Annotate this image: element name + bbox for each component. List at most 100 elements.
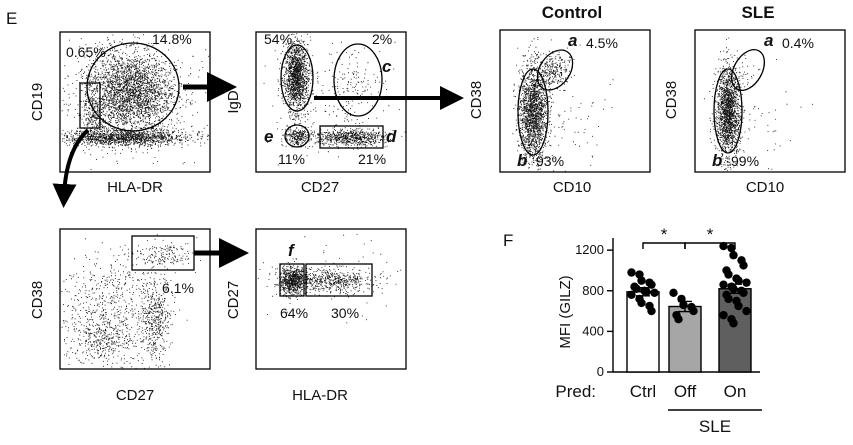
gate-letter: a <box>568 31 577 50</box>
data-point <box>650 288 659 297</box>
data-point <box>742 306 751 316</box>
gate-letter: a <box>764 31 773 50</box>
data-point <box>637 298 646 308</box>
data-point <box>734 276 743 285</box>
gate-ellipse-p3-a <box>536 49 574 91</box>
category-label: Off <box>674 382 697 401</box>
plot-sle-cd38-cd10: SLE a 0.4% b 99% CD10 CD38 <box>663 3 846 196</box>
x-axis-label: HLA-DR <box>107 179 163 196</box>
y-tick-label: 400 <box>582 323 604 338</box>
y-tick-label: 1200 <box>575 242 604 257</box>
gate-rect-p6-right <box>305 263 373 297</box>
category-label: On <box>724 382 747 401</box>
data-point <box>729 251 738 260</box>
gate-ellipse-p3-b <box>517 68 549 156</box>
gate-letter: c <box>382 57 392 76</box>
panel-label-e: E <box>6 9 17 28</box>
data-point <box>719 310 728 320</box>
data-point <box>669 288 678 297</box>
data-point <box>739 261 748 270</box>
data-points <box>627 241 751 328</box>
y-tick-label: 0 <box>597 364 604 379</box>
gate-percent: 0.4% <box>782 35 814 51</box>
gate-ellipse-p4-a <box>730 49 766 91</box>
dot-cloud <box>297 126 406 149</box>
gate-percent: 93% <box>536 153 564 169</box>
gate-ellipse-p1-right <box>86 42 180 132</box>
dot-cloud <box>307 41 396 136</box>
dot-cloud <box>512 37 564 171</box>
gate-percent: 99% <box>731 153 759 169</box>
data-point <box>627 290 636 300</box>
plot-frame-p6 <box>255 228 407 370</box>
x-axis-label: CD10 <box>553 179 591 196</box>
data-point <box>719 280 728 289</box>
gate-rect-p6-f <box>279 263 305 297</box>
plot-frame-p5 <box>59 228 211 370</box>
gate-letter: d <box>386 127 397 146</box>
gate-percent: 2% <box>372 31 392 47</box>
data-point <box>642 287 651 296</box>
panel-label-f: F <box>503 231 513 250</box>
data-point <box>724 294 733 304</box>
y-axis-label: CD19 <box>29 83 46 121</box>
dot-cloud <box>131 260 176 368</box>
plot-control-cd38-cd10: Control a 4.5% b 93% CD10 CD38 <box>468 3 651 196</box>
dot-cloud <box>62 34 207 162</box>
gate-percent: 0.65% <box>66 44 106 60</box>
gate-percent: 21% <box>358 151 386 167</box>
y-axis-label: CD27 <box>225 281 242 319</box>
plot-frame-p1 <box>59 31 211 173</box>
significance-star: * <box>661 225 668 244</box>
gate-letter: e <box>264 127 273 146</box>
dot-cloud <box>274 258 309 304</box>
x-axis-label: CD10 <box>746 179 784 196</box>
gate-rect-p2-d <box>319 125 384 149</box>
gate-percent: 54% <box>264 31 292 47</box>
scatter-dots-p6 <box>257 233 402 324</box>
dot-cloud <box>123 234 206 281</box>
dot-cloud <box>531 47 575 91</box>
data-point <box>647 306 656 316</box>
y-axis-label: MFI (GILZ) <box>557 275 574 348</box>
gate-percent: 11% <box>278 151 305 167</box>
gate-ellipse-p2-igd <box>280 44 314 112</box>
data-point <box>727 243 736 253</box>
significance-brackets: ** <box>642 225 736 249</box>
data-point <box>729 319 738 328</box>
x-axis-label: CD27 <box>116 387 154 404</box>
scatter-dots-p5 <box>61 234 206 369</box>
data-point <box>689 306 698 316</box>
dot-cloud <box>61 238 196 369</box>
group-label: SLE <box>699 417 731 436</box>
dot-cloud <box>709 37 751 171</box>
data-point <box>729 284 738 293</box>
dot-cloud <box>79 73 108 154</box>
scatter-dots-p2 <box>263 33 406 166</box>
data-point <box>719 241 728 251</box>
dot-cloud <box>268 261 402 298</box>
plot-title: Control <box>542 3 602 22</box>
arrow-p1-to-p5 <box>52 128 90 208</box>
plot-frame-p2 <box>255 31 407 173</box>
gate-letter: b <box>712 151 722 170</box>
gate-percent: 6.1% <box>162 280 194 296</box>
gate-percent: 14.8% <box>152 31 192 47</box>
y-tick-label: 800 <box>582 283 604 298</box>
gate-rect-p1-left <box>79 82 101 129</box>
data-point <box>627 268 636 277</box>
dot-cloud <box>263 34 400 166</box>
gating-arrows <box>52 72 464 268</box>
data-point <box>724 270 733 279</box>
gate-percent: 4.5% <box>586 35 618 51</box>
dot-cloud <box>277 33 319 149</box>
gate-ellipse-p4-b <box>713 68 743 154</box>
dot-cloud <box>61 124 209 152</box>
gate-percent: 30% <box>331 305 359 321</box>
plot-title: SLE <box>741 3 774 22</box>
scatter-dots-p3 <box>512 37 614 172</box>
data-point <box>742 278 751 287</box>
data-point <box>674 315 683 324</box>
y-axis-label: CD38 <box>663 81 680 119</box>
